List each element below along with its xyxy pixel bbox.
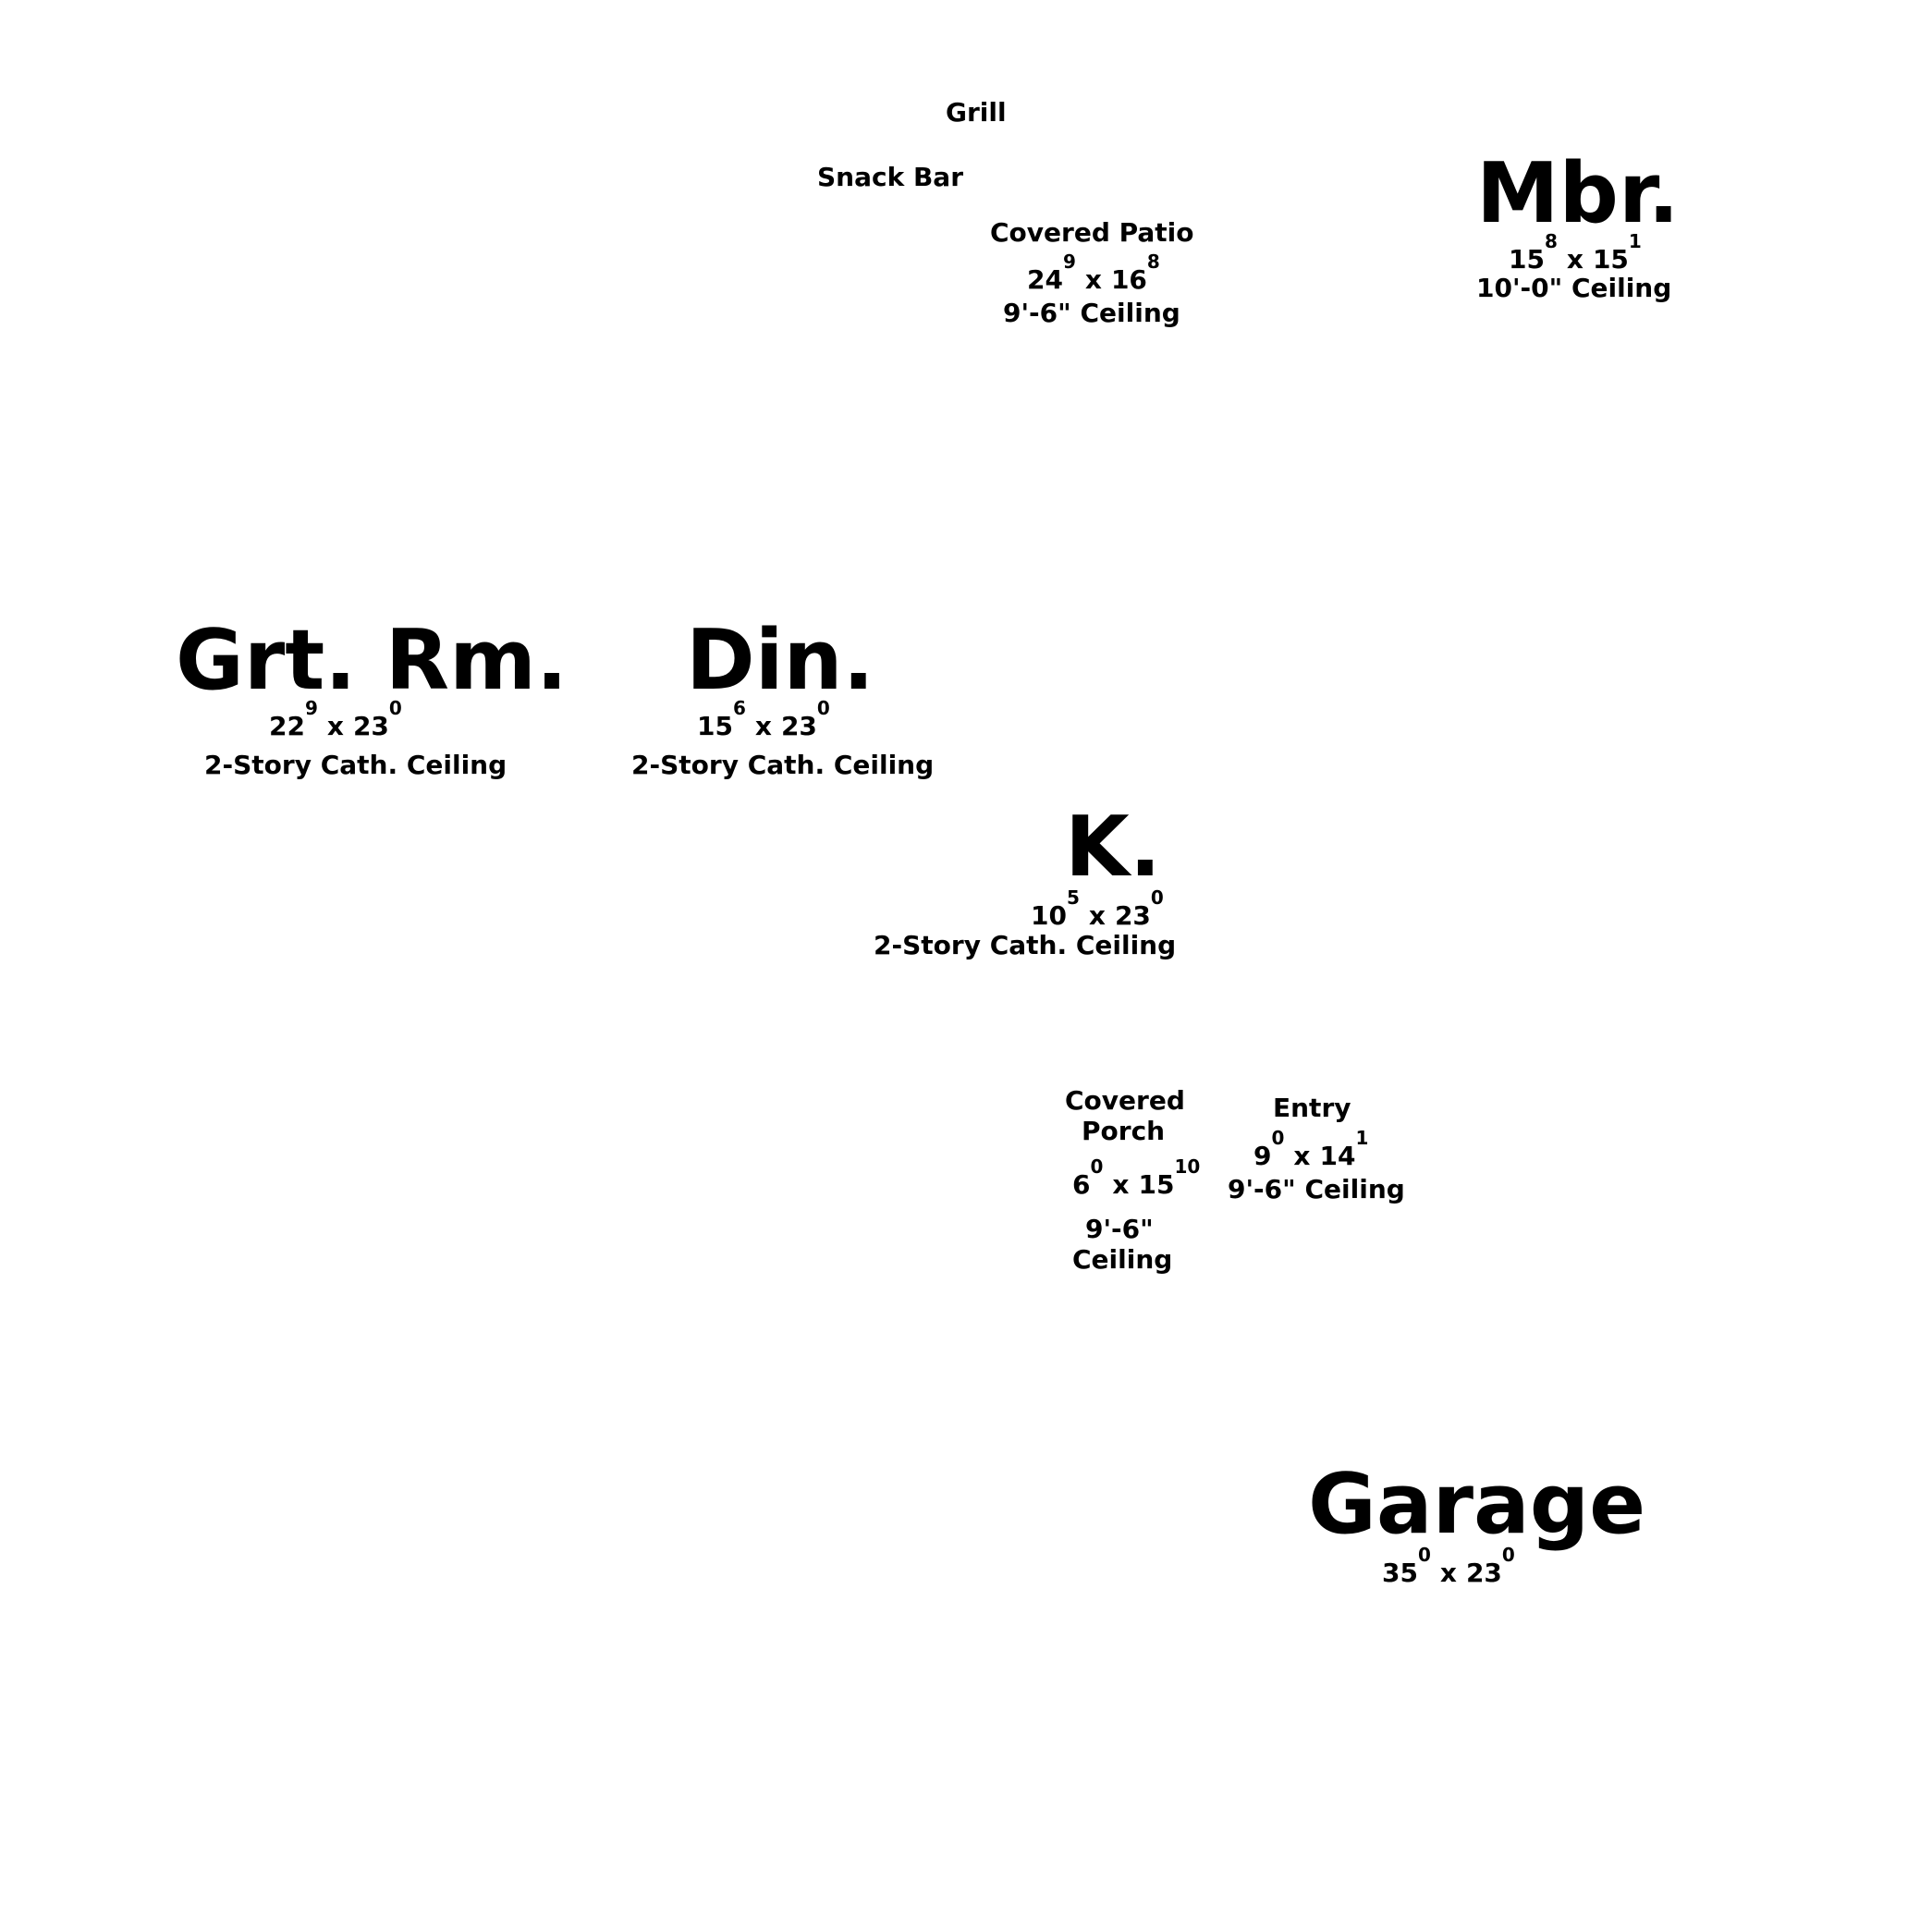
covered-porch-dimensions: 60x 1510 — [1072, 1157, 1200, 1200]
great-room-dimensions: 229x 230 — [269, 699, 402, 741]
dimension-b: 14 — [1319, 1141, 1356, 1171]
covered-porch-label-line2: Porch — [1082, 1116, 1166, 1146]
dimension-b: 15 — [1592, 244, 1629, 275]
snack-bar-label: Snack Bar — [817, 162, 964, 192]
dimension-a-inches: 0 — [1271, 1127, 1285, 1149]
dimension-a-inches: 9 — [304, 697, 318, 719]
dimension-a-inches: 9 — [1062, 251, 1076, 273]
dining-room-label: Din. — [686, 612, 874, 709]
covered-porch-ceiling-line1: 9'-6" — [1085, 1214, 1154, 1244]
kitchen-label: K. — [1065, 799, 1161, 896]
master-bedroom-ceiling: 10'-0" Ceiling — [1476, 273, 1672, 303]
dimension-a-inches: 8 — [1544, 230, 1558, 252]
dimension-separator: x — [1088, 900, 1106, 931]
dimension-b: 23 — [780, 711, 817, 741]
dimension-b-inches: 0 — [388, 697, 402, 719]
dimension-separator: x — [1112, 1169, 1130, 1200]
dimension-b-inches: 1 — [1355, 1127, 1369, 1149]
dimension-b: 23 — [1465, 1558, 1502, 1588]
covered-patio-ceiling: 9'-6" Ceiling — [1003, 298, 1180, 328]
dimension-b-inches: 8 — [1146, 251, 1160, 273]
dimension-a-inches: 0 — [1417, 1544, 1431, 1566]
covered-porch-label-line1: Covered — [1065, 1085, 1185, 1116]
entry-ceiling: 9'-6" Ceiling — [1228, 1174, 1405, 1204]
covered-patio-dimensions: 249x 168 — [1027, 252, 1160, 295]
dining-room-ceiling: 2-Story Cath. Ceiling — [631, 750, 935, 780]
garage-label: Garage — [1308, 1456, 1646, 1553]
dimension-a-inches: 5 — [1066, 886, 1080, 909]
kitchen-ceiling: 2-Story Cath. Ceiling — [874, 930, 1177, 960]
great-room-ceiling: 2-Story Cath. Ceiling — [204, 750, 507, 780]
dimension-a-inches: 0 — [1090, 1155, 1104, 1178]
master-bedroom-label: Mbr. — [1476, 145, 1680, 242]
dimension-b-inches: 10 — [1174, 1155, 1201, 1178]
kitchen-dimensions: 105x 230 — [1031, 888, 1164, 931]
dimension-b-inches: 0 — [1150, 886, 1164, 909]
dimension-a: 24 — [1027, 264, 1063, 295]
dining-room-dimensions: 156x 230 — [697, 699, 830, 741]
dimension-a: 10 — [1031, 900, 1067, 931]
dimension-b-inches: 0 — [816, 697, 830, 719]
grill-label: Grill — [946, 97, 1007, 128]
dimension-b-inches: 1 — [1628, 230, 1642, 252]
dimension-b-inches: 0 — [1501, 1544, 1515, 1566]
dimension-a: 6 — [1072, 1169, 1091, 1200]
dimension-a: 15 — [1509, 244, 1545, 275]
dimension-separator: x — [1084, 264, 1102, 295]
dimension-a: 35 — [1382, 1558, 1418, 1588]
dimension-separator: x — [1566, 244, 1584, 275]
dimension-separator: x — [1293, 1141, 1311, 1171]
dimension-b: 16 — [1110, 264, 1147, 295]
dimension-separator: x — [326, 711, 344, 741]
dimension-separator: x — [754, 711, 772, 741]
dimension-b: 23 — [352, 711, 389, 741]
dimension-separator: x — [1439, 1558, 1457, 1588]
dimension-a: 15 — [697, 711, 733, 741]
dimension-a-inches: 6 — [732, 697, 746, 719]
dimension-a: 22 — [269, 711, 305, 741]
dimension-b: 23 — [1114, 900, 1151, 931]
great-room-label: Grt. Rm. — [176, 612, 569, 709]
dimension-b: 15 — [1138, 1169, 1175, 1200]
entry-dimensions: 90x 141 — [1253, 1129, 1368, 1171]
entry-label: Entry — [1273, 1093, 1351, 1123]
covered-patio-label: Covered Patio — [990, 217, 1194, 248]
covered-porch-ceiling-line2: Ceiling — [1072, 1244, 1173, 1275]
dimension-a: 9 — [1253, 1141, 1272, 1171]
